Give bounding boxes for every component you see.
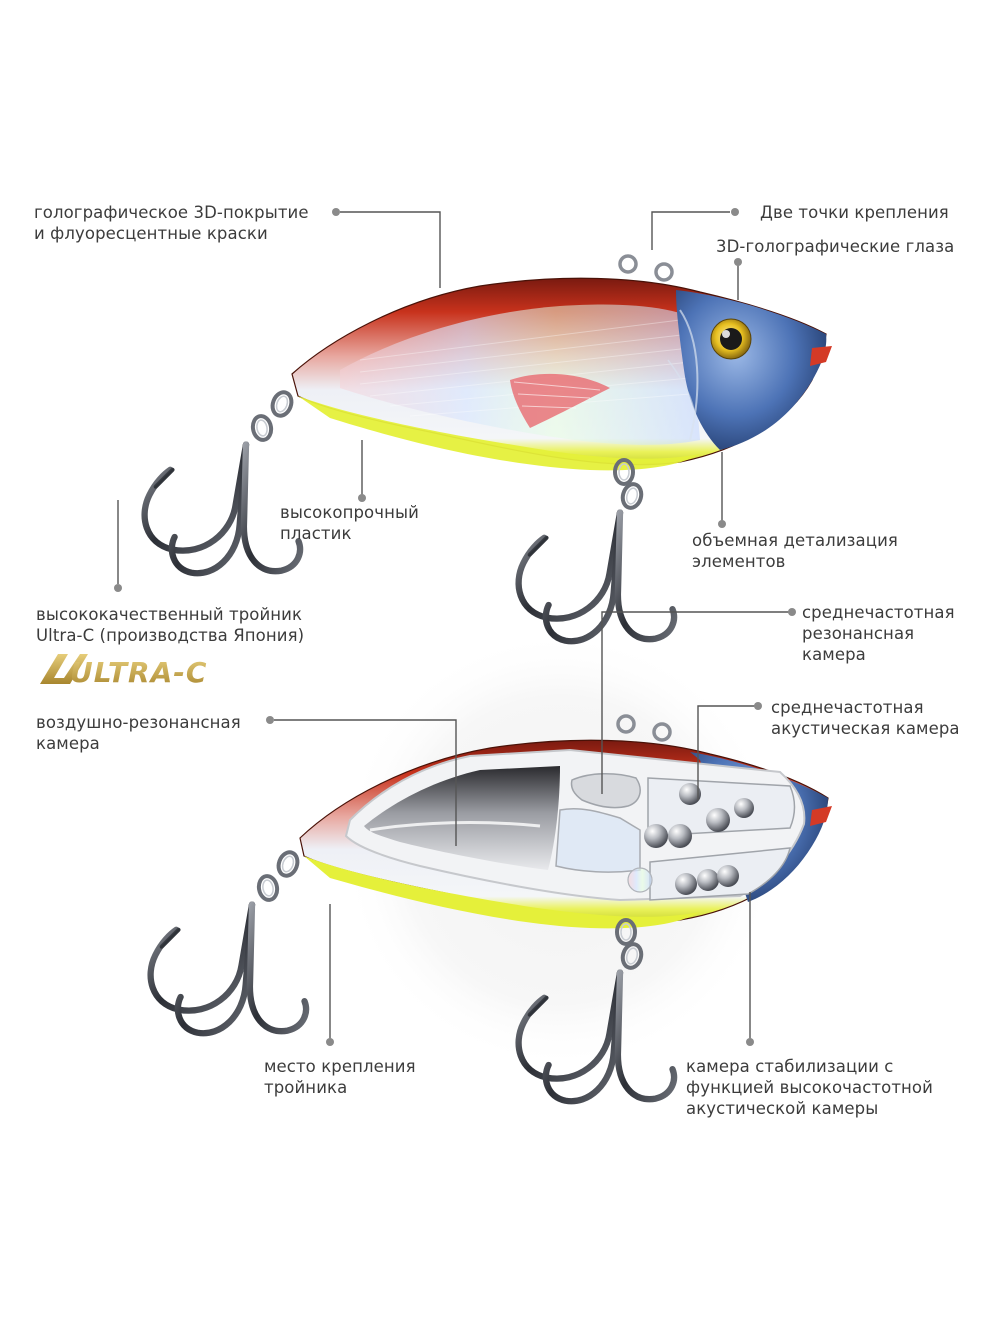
eye-icon	[710, 318, 752, 360]
svg-text:ULTRA-C: ULTRA-C	[70, 656, 207, 689]
label-mid-resonance-chamber: среднечастотная резонансная камера	[802, 603, 955, 664]
line-eye-icon	[618, 254, 674, 282]
label-stabilization-chamber: камера стабилизации с функцией высокочас…	[686, 1057, 933, 1118]
label-holographic-eyes: 3D-голографические глаза	[716, 237, 955, 256]
lure-top	[145, 254, 832, 641]
mid-resonance-chamber	[570, 772, 641, 809]
rattle-balls-upper	[644, 783, 754, 848]
ultra-c-logo: ULTRA-C	[40, 654, 207, 689]
label-holographic-coating: голографическое 3D-покрытие и флуоресцен…	[34, 203, 309, 243]
lure-fin-top	[510, 373, 610, 428]
label-air-resonance-chamber: воздушно-резонансная камера	[36, 713, 241, 753]
label-high-strength-plastic: высокопрочный пластик	[280, 503, 419, 543]
air-resonance-chamber	[364, 766, 560, 870]
label-volumetric-detail: объемная детализация элементов	[692, 531, 898, 571]
rattle-balls-lower	[675, 865, 739, 895]
label-attachment-points: Две точки крепления	[760, 203, 949, 222]
label-treble-hook: высококачественный тройник Ultra-C (прои…	[36, 605, 305, 645]
leader-lines	[114, 208, 796, 1046]
label-mid-acoustic-chamber: среднечастотная акустическая камера	[771, 698, 960, 738]
line-eye-icon	[616, 714, 672, 742]
label-hook-mount: место крепления тройника	[264, 1057, 416, 1097]
lure-bottom	[151, 714, 832, 1101]
